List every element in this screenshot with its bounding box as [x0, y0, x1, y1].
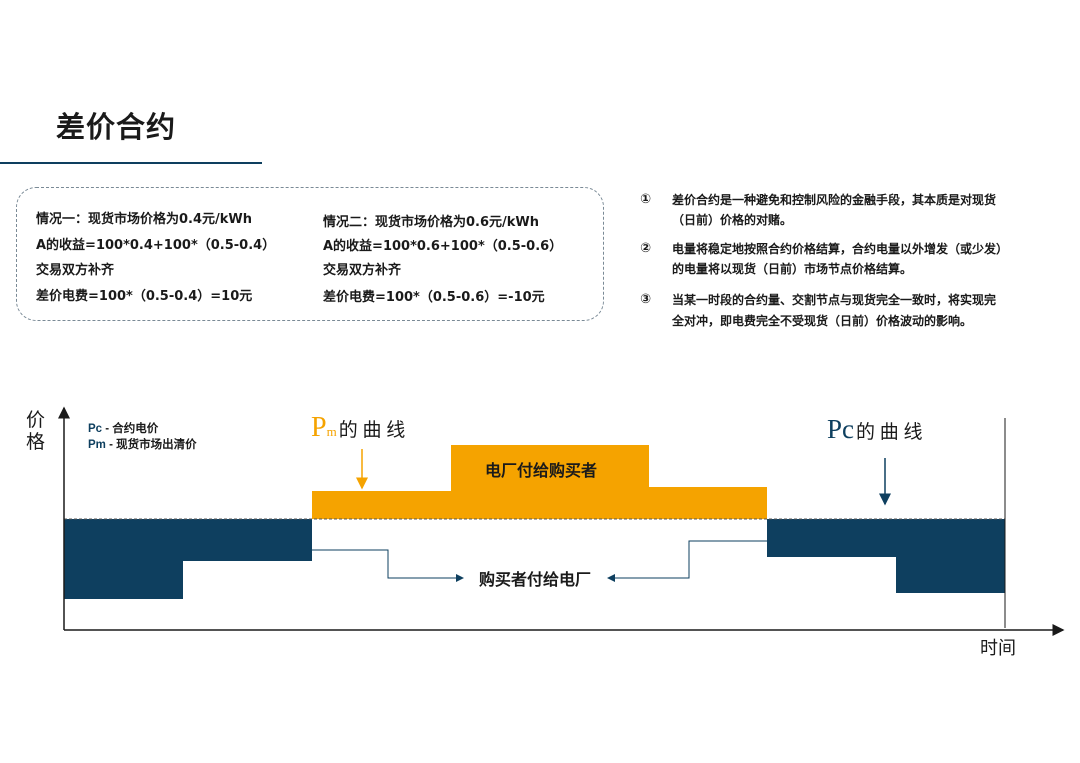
legend-pm: Pm - 现货市场出清价: [88, 437, 197, 451]
title-underline: [0, 162, 262, 164]
page-title: 差价合约: [56, 110, 177, 144]
buyer-pays-block-left-2: [64, 560, 183, 599]
buyer-pays-block-left-1: [64, 519, 312, 561]
note2-line2: 的电量将以现货（日前）市场节点价格结算。: [672, 262, 913, 276]
note3-line1: 当某一时段的合约量、交割节点与现货完全一致时，将实现完: [672, 293, 997, 307]
note3-number: ③: [640, 292, 652, 307]
buyer-pays-label: 购买者付给电厂: [479, 570, 591, 589]
case2-line2: A的收益=100*0.6+100*（0.5-0.6）: [323, 239, 563, 254]
note2-line1: 电量将稳定地按照合约价格结算，合约电量以外增发（或少发）: [672, 242, 1009, 256]
plant-pays-block-2: [451, 445, 649, 492]
buyer-pays-arrow-right: [607, 540, 767, 582]
buyer-pays-block-right-2: [896, 556, 1005, 593]
case2-line3: 交易双方补齐: [323, 263, 402, 278]
case2-line4: 差价电费=100*（0.5-0.6）=-10元: [323, 290, 545, 305]
note1-line2: （日前）价格的对赌。: [672, 213, 793, 227]
case1-line3: 交易双方补齐: [36, 263, 115, 278]
buyer-pays-block-right-1: [767, 519, 1005, 557]
legend-pc: Pc - 合约电价: [88, 421, 159, 435]
y-axis-label-1: 价: [26, 410, 45, 431]
plant-pays-block-3: [649, 487, 767, 492]
x-axis-label: 时间: [980, 638, 1016, 658]
note3-line2: 全对冲，即电费完全不受现货（日前）价格波动的影响。: [672, 314, 973, 328]
y-axis-label-2: 格: [26, 431, 45, 453]
case1-line1: 情况一：现货市场价格为0.4元/kWh: [36, 212, 253, 227]
plant-pays-block-1: [312, 491, 767, 519]
plant-pays-label: 电厂付给购买者: [485, 461, 597, 480]
case1-line4: 差价电费=100*（0.5-0.4）=10元: [36, 289, 253, 304]
buyer-pays-arrow-left: [312, 549, 464, 582]
note1-number: ①: [640, 192, 652, 207]
case2-line1: 情况二：现货市场价格为0.6元/kWh: [323, 215, 540, 230]
case1-line2: A的收益=100*0.4+100*（0.5-0.4）: [36, 238, 276, 253]
cases-box: [16, 187, 604, 321]
note1-line1: 差价合约是一种避免和控制风险的金融手段，其本质是对现货: [672, 193, 997, 207]
note2-number: ②: [640, 241, 652, 256]
